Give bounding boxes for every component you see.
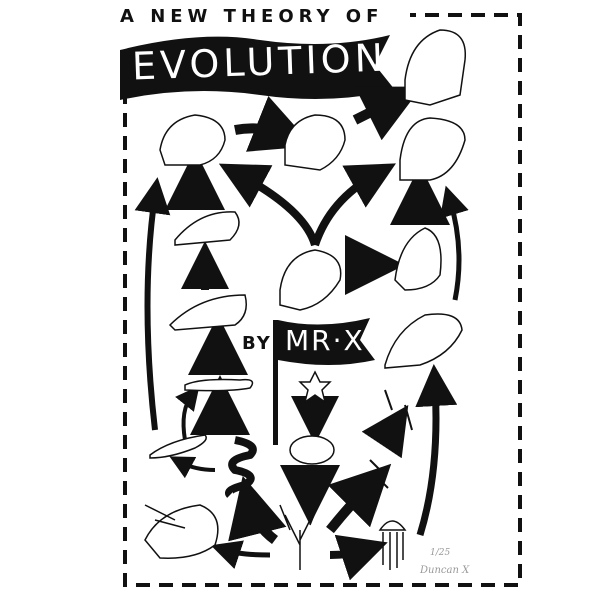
skull-mammal-left xyxy=(174,211,240,246)
jellyfish-bottom-right xyxy=(378,520,407,570)
shrimps-right xyxy=(384,389,413,431)
worm-center-left xyxy=(225,436,257,498)
skull-ape-right-mid xyxy=(394,227,442,291)
poster-subtitle: A NEW THEORY OF xyxy=(120,6,384,27)
skull-hominid-center xyxy=(279,249,342,311)
triceratops-bottom-left xyxy=(144,504,219,559)
flag xyxy=(273,318,375,445)
poster-title: EVOLUTION xyxy=(131,35,388,89)
skull-elongated-right xyxy=(384,313,463,369)
skull-gorilla-right xyxy=(399,117,466,181)
author-name: MR·X xyxy=(285,324,365,357)
illustrations xyxy=(144,29,467,570)
amphibian-left xyxy=(184,378,254,392)
skull-reptile-left xyxy=(168,294,247,331)
title-banner xyxy=(120,35,395,100)
amoeba-center xyxy=(298,370,332,404)
dashed-border xyxy=(123,13,522,587)
cell-center xyxy=(289,435,335,465)
fish-left xyxy=(149,434,207,459)
arrows xyxy=(134,86,469,581)
skull-ape-top-right xyxy=(404,29,467,106)
byline-prefix: BY xyxy=(242,333,272,354)
skull-chimp-top-middle xyxy=(284,114,346,171)
insects-right xyxy=(369,459,389,489)
seaweed-bottom-center xyxy=(279,499,321,570)
artist-signature: Duncan X xyxy=(420,565,470,576)
skull-primate-top-left xyxy=(159,114,226,166)
edition-number: 1/25 xyxy=(430,548,451,558)
